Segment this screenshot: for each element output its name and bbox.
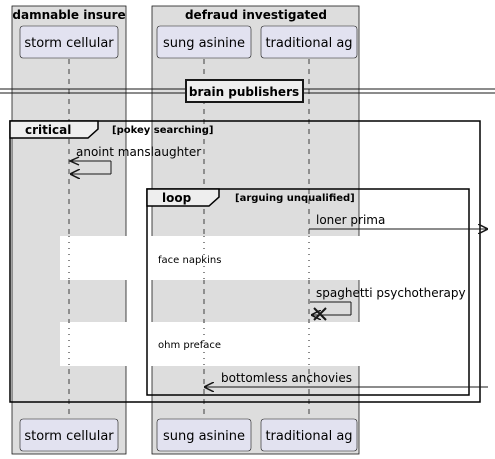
- delay-gap-2-mask: [60, 322, 360, 366]
- critical-keyword: critical: [25, 123, 71, 137]
- delay-face-napkins: face napkins: [158, 255, 221, 266]
- participant-sung-asinine-bottom[interactable]: sung asinine: [156, 418, 252, 452]
- delay-gap-1-mask: [60, 236, 360, 280]
- participant-label: traditional ag: [265, 36, 352, 51]
- critical-frame: critical [pokey searching]: [9, 120, 481, 403]
- divider-brain-publishers: brain publishers: [0, 79, 495, 103]
- message-anoint-manslaughter: anoint manslaughter: [68, 145, 201, 174]
- participant-storm-cellular-top[interactable]: storm cellular: [19, 25, 119, 59]
- message-label: anoint manslaughter: [76, 145, 201, 159]
- loop-frame: loop [arguing unqualified]: [146, 188, 470, 396]
- participant-storm-cellular-bottom[interactable]: storm cellular: [19, 418, 119, 452]
- box-title-damnable-insure: damnable insure: [12, 8, 125, 22]
- participant-label: storm cellular: [24, 36, 114, 51]
- participant-label: sung asinine: [163, 36, 245, 51]
- message-label: loner prima: [316, 213, 385, 227]
- message-bottomless-anchovies: bottomless anchovies: [205, 371, 488, 387]
- participant-sung-asinine-top[interactable]: sung asinine: [156, 25, 252, 59]
- box-title-defraud-investigated: defraud investigated: [185, 8, 327, 22]
- destroy-icon: [313, 307, 327, 321]
- message-spaghetti-psychotherapy: spaghetti psychotherapy: [310, 286, 466, 321]
- message-label: bottomless anchovies: [221, 371, 352, 385]
- delay-ohm-preface: ohm preface: [158, 340, 221, 351]
- loop-condition: [arguing unqualified]: [235, 193, 355, 204]
- loop-keyword: loop: [162, 191, 192, 205]
- participant-label: traditional ag: [265, 429, 352, 444]
- participant-label: storm cellular: [24, 429, 114, 444]
- critical-condition: [pokey searching]: [112, 125, 214, 136]
- message-label: spaghetti psychotherapy: [316, 286, 466, 300]
- participant-label: sung asinine: [163, 429, 245, 444]
- divider-label: brain publishers: [189, 85, 299, 99]
- participant-traditional-ag-bottom[interactable]: traditional ag: [260, 418, 358, 452]
- message-loner-prima: loner prima: [309, 213, 487, 229]
- participant-traditional-ag-top[interactable]: traditional ag: [260, 25, 358, 59]
